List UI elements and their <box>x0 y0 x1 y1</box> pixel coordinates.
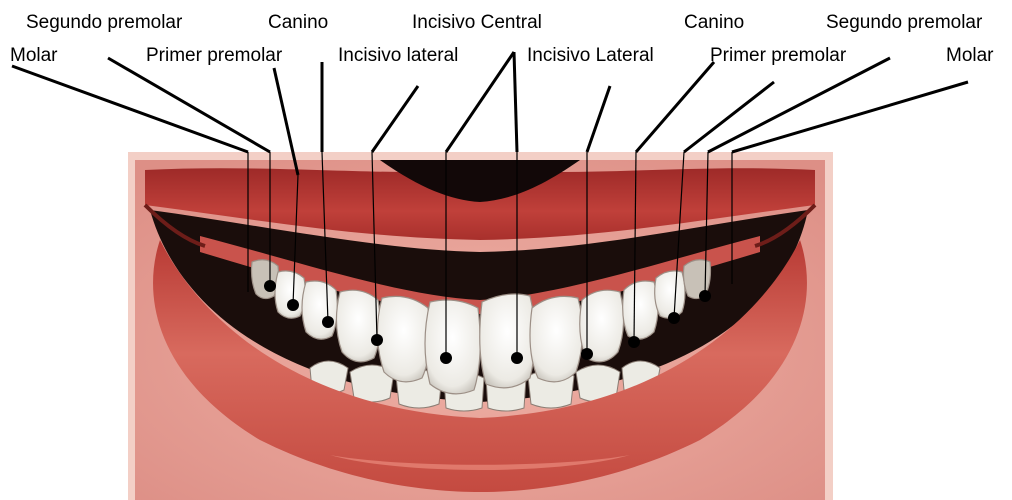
marker-left-lateral-incisor <box>371 334 383 346</box>
label-right-first-premolar: Primer premolar <box>710 45 846 67</box>
label-left-molar: Molar <box>10 45 58 67</box>
leader-right-molar <box>732 82 968 152</box>
leader-right-lateral-incisor <box>587 86 610 152</box>
marker-left-first-premolar <box>287 299 299 311</box>
leader-central-left <box>446 52 514 152</box>
label-left-second-premolar: Segundo premolar <box>26 12 182 34</box>
label-right-molar: Molar <box>946 45 994 67</box>
label-left-canine: Canino <box>268 12 328 34</box>
marker-right-first-premolar <box>668 312 680 324</box>
marker-right-canine <box>628 336 640 348</box>
label-right-canine: Canino <box>684 12 744 34</box>
leader-left-second-premolar <box>108 58 270 152</box>
leader-left-lateral-incisor <box>372 86 418 152</box>
marker-central-left <box>440 352 452 364</box>
marker-left-canine <box>322 316 334 328</box>
label-right-lateral-incisor: Incisivo Lateral <box>527 45 654 67</box>
label-central-incisor: Incisivo Central <box>412 12 542 34</box>
label-right-second-premolar: Segundo premolar <box>826 12 982 34</box>
marker-right-second-premolar <box>699 290 711 302</box>
leader-right-second-premolar <box>708 58 890 152</box>
marker-left-second-premolar <box>264 280 276 292</box>
label-left-first-premolar: Primer premolar <box>146 45 282 67</box>
label-left-lateral-incisor: Incisivo lateral <box>338 45 458 67</box>
photo <box>128 152 833 500</box>
marker-central-right <box>511 352 523 364</box>
marker-right-lateral-incisor <box>581 348 593 360</box>
leader-left-molar <box>12 66 248 152</box>
leader-central-right <box>514 52 517 152</box>
